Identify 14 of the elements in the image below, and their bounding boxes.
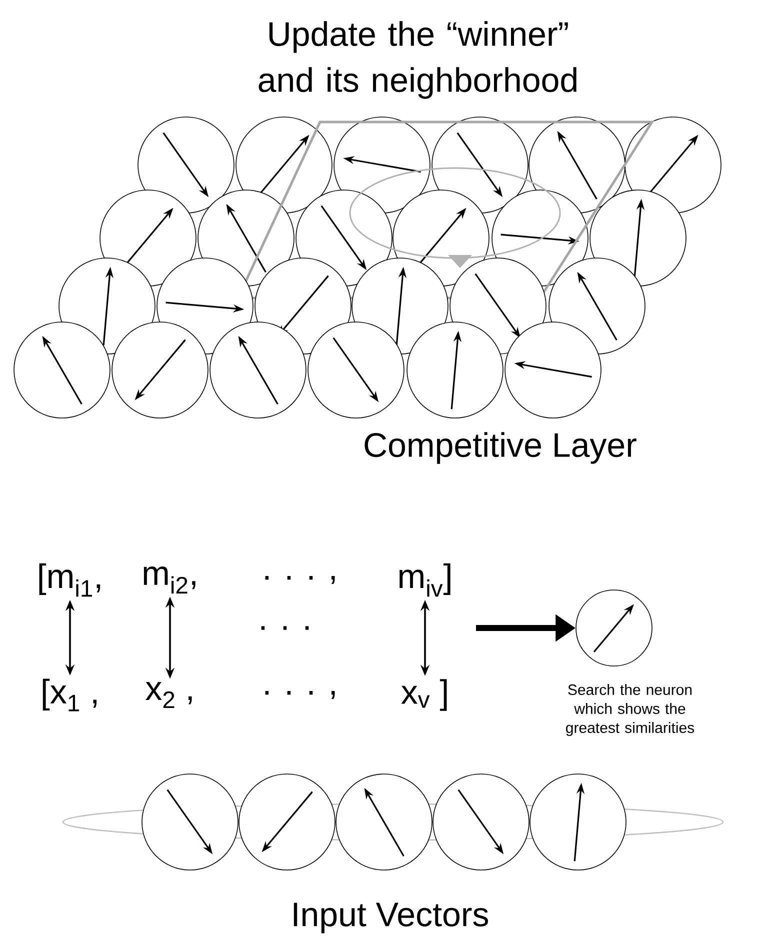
- layer-label: Competitive Layer: [364, 432, 636, 464]
- vector-element: x$_{v}$ ]: [401, 679, 447, 711]
- ellipsis: . . . ,: [265, 576, 335, 584]
- vector-element: x$_{2}$ ,: [146, 682, 192, 708]
- vector-element: m$_{iv}$]: [400, 563, 450, 597]
- ellipsis: . . . ,: [265, 691, 335, 699]
- neuron-circle: [576, 590, 652, 666]
- vector-element: m$_{i2}$,: [144, 566, 196, 594]
- node-label: Search the neuron which shows the greatest similarities: [566, 684, 694, 736]
- vector-element: [m$_{i1}$,: [39, 563, 100, 597]
- layer-label: Input Vectors: [294, 902, 488, 934]
- vector-element: [x$_{1}$ ,: [42, 678, 96, 712]
- ellipsis: . . .: [261, 626, 309, 630]
- title: Update the “winner” and its neighborhood: [258, 21, 576, 99]
